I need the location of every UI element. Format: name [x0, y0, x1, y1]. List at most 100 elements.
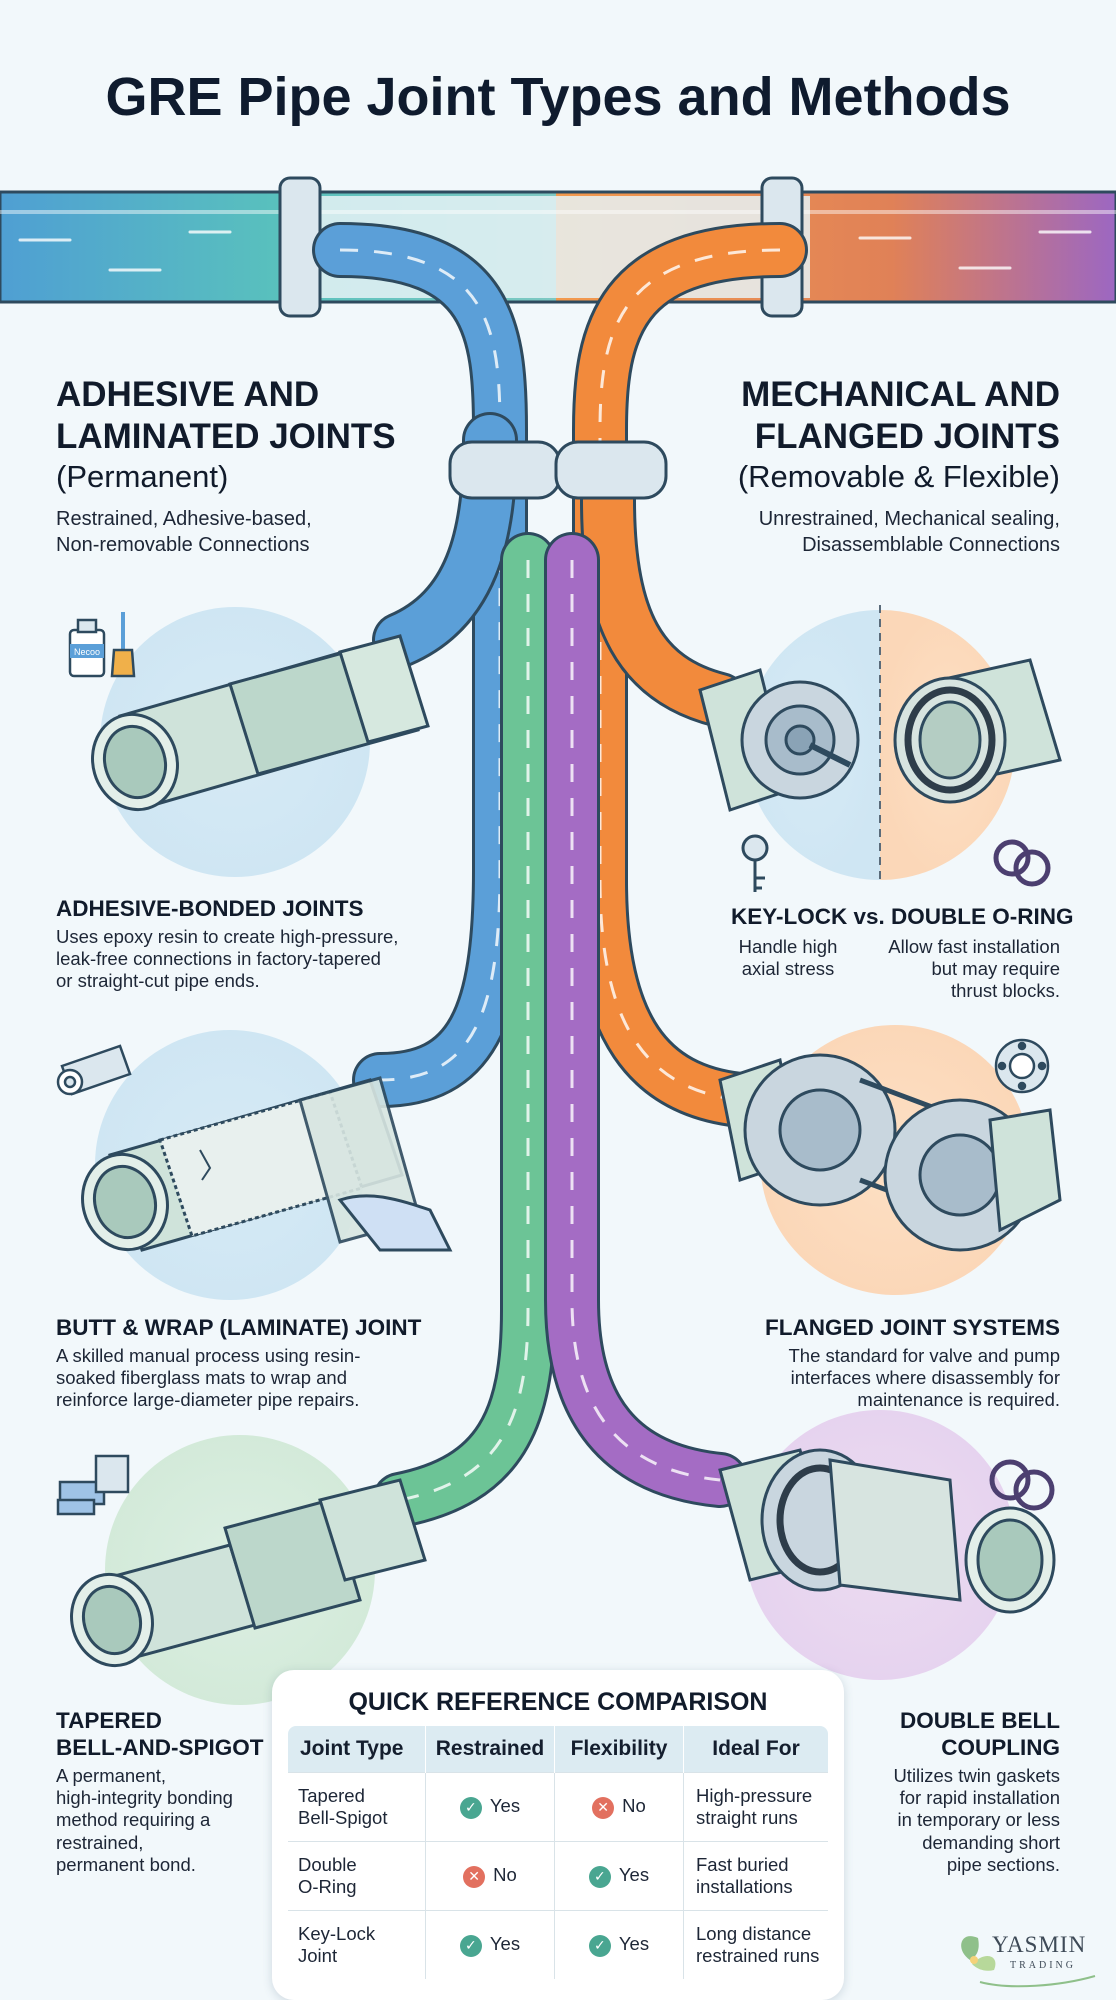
orings-icon: [993, 839, 1051, 887]
adhesive-joint-heading: ADHESIVE-BONDED JOINTS: [56, 896, 364, 921]
tapered-desc-line: permanent bond.: [56, 1853, 196, 1875]
right-section-desc: Unrestrained, Mechanical sealing, Disass…: [759, 506, 1060, 558]
check-icon: ✓: [459, 1934, 482, 1957]
cell-restrained: ✓Yes: [425, 1910, 555, 1979]
cross-icon: ✕: [463, 1865, 486, 1888]
check-icon: ✓: [588, 1865, 611, 1888]
cell-flexibility: ✕No: [554, 1772, 684, 1842]
double-bell-desc-line: demanding short: [922, 1831, 1060, 1853]
comparison-table: Joint Type Restrained Flexibility Ideal …: [288, 1726, 828, 1979]
right-title-line2: FLANGED JOINTS: [754, 417, 1060, 456]
tapered-heading-line1: TAPERED: [56, 1708, 162, 1733]
flanged-joint-block: FLANGED JOINT SYSTEMS The standard for v…: [765, 1314, 1060, 1412]
adhesive-joint-desc-line: leak-free connections in factory-tapered: [56, 948, 381, 970]
column-header-flexibility: Flexibility: [554, 1726, 684, 1773]
center-clamp: [448, 440, 668, 500]
gaskets-icon: [989, 1459, 1055, 1511]
cell-restrained: ✕No: [425, 1841, 555, 1911]
left-title-line1: ADHESIVE AND: [56, 375, 320, 414]
tapered-desc-line: A permanent,: [56, 1765, 167, 1786]
double-bell-desc-line: in temporary or less: [897, 1809, 1060, 1831]
butt-wrap-desc-line: soaked fiberglass mats to wrap and: [56, 1367, 348, 1389]
cell-flexibility: ✓Yes: [554, 1910, 684, 1979]
butt-wrap-joint-pipe: [81, 1076, 453, 1252]
double-bell-desc: Utilizes twin gaskets for rapid installa…: [893, 1765, 1060, 1876]
flanged-desc-line: The standard for valve and pump: [788, 1345, 1061, 1366]
tapered-joint-block: TAPERED BELL-AND-SPIGOT A permanent, hig…: [56, 1707, 264, 1876]
right-desc-line2: Disassemblable Connections: [802, 534, 1060, 556]
adhesive-joint-desc: Uses epoxy resin to create high-pressure…: [56, 926, 398, 993]
adhesive-joint-desc-line: Uses epoxy resin to create high-pressure…: [56, 926, 399, 947]
tapered-desc-line: method requiring a: [56, 1809, 211, 1831]
keylock-left-desc: Handle high axial stress: [726, 936, 850, 980]
tapered-joint-pipe: [70, 1478, 427, 1668]
adhesive-joint-pipe: [91, 634, 430, 812]
bell-spigot-icon: [56, 1454, 130, 1516]
adhesive-bottle-label: Necoo: [74, 647, 100, 657]
logo-tagline: TRADING: [1010, 1960, 1076, 1971]
table-header-row: Joint Type Restrained Flexibility Ideal …: [288, 1726, 828, 1773]
double-bell-heading-line1: DOUBLE BELL: [900, 1708, 1060, 1733]
adhesive-joint-block: ADHESIVE-BONDED JOINTS Uses epoxy resin …: [56, 895, 398, 993]
page-title: GRE Pipe Joint Types and Methods: [105, 67, 1011, 127]
oring-right-line: Allow fast installation: [888, 936, 1060, 957]
right-section-title: MECHANICAL AND FLANGED JOINTS (Removable…: [738, 374, 1060, 495]
adhesive-joint-desc-line: or straight-cut pipe ends.: [56, 970, 260, 992]
oring-right-desc: Allow fast installation but may require …: [888, 936, 1060, 1003]
butt-wrap-joint-block: BUTT & WRAP (LAMINATE) JOINT A skilled m…: [56, 1314, 421, 1412]
butt-wrap-desc-line: reinforce large-diameter pipe repairs.: [56, 1389, 360, 1411]
flanged-desc-line: interfaces where disassembly for: [790, 1367, 1060, 1389]
double-bell-desc-line: pipe sections.: [946, 1853, 1060, 1875]
left-section-desc: Restrained, Adhesive-based, Non-removabl…: [56, 506, 312, 558]
right-desc-line1: Unrestrained, Mechanical sealing,: [758, 508, 1060, 530]
right-subtitle: (Removable & Flexible): [737, 459, 1060, 494]
check-icon: ✓: [588, 1934, 611, 1957]
keylock-left-line: Handle high: [738, 936, 838, 957]
oring-right-line: thrust blocks.: [951, 980, 1060, 1002]
keylock-left-line: axial stress: [741, 958, 835, 980]
left-desc-line1: Restrained, Adhesive-based,: [56, 508, 312, 530]
double-bell-block: DOUBLE BELL COUPLING Utilizes twin gaske…: [893, 1707, 1060, 1876]
orange-pipe: [572, 222, 808, 1128]
check-icon: ✓: [459, 1796, 482, 1819]
oring-right-line: but may require: [931, 958, 1060, 980]
flange-ring-icon: [994, 1038, 1050, 1094]
left-title-line2: LAMINATED JOINTS: [56, 417, 396, 456]
flanged-desc: The standard for valve and pump interfac…: [765, 1345, 1061, 1412]
cell-restrained: ✓Yes: [425, 1772, 555, 1842]
column-header-joint-type: Joint Type: [288, 1726, 426, 1773]
cell-flexibility: ✓Yes: [554, 1841, 684, 1911]
cross-icon: ✕: [592, 1796, 615, 1819]
fiberglass-roll-icon: [56, 1044, 132, 1096]
quick-reference-card: QUICK REFERENCE COMPARISON Joint Type Re…: [272, 1670, 844, 2000]
left-subtitle: (Permanent): [56, 459, 229, 494]
tapered-desc-line: high-integrity bonding: [56, 1787, 233, 1809]
green-pipe: [372, 532, 556, 1528]
logo-wordmark: YASMIN: [992, 1932, 1087, 1957]
double-bell-desc-line: Utilizes twin gaskets: [893, 1765, 1060, 1786]
double-bell-desc-line: for rapid installation: [899, 1787, 1060, 1809]
quick-reference-title: QUICK REFERENCE COMPARISON: [348, 1688, 768, 1716]
tapered-desc-line: restrained,: [56, 1831, 144, 1853]
purple-pipe: [544, 532, 748, 1508]
tapered-desc: A permanent, high-integrity bonding meth…: [56, 1765, 264, 1876]
butt-wrap-desc-line: A skilled manual process using resin-: [56, 1345, 361, 1366]
right-title-line1: MECHANICAL AND: [741, 375, 1060, 414]
flanged-desc-line: maintenance is required.: [857, 1389, 1060, 1411]
brush-icon: [110, 612, 136, 678]
left-desc-line2: Non-removable Connections: [56, 534, 310, 556]
column-header-ideal-for: Ideal For: [683, 1726, 828, 1773]
adhesive-bottle-icon: [68, 618, 106, 678]
double-oring-part: [893, 658, 1062, 804]
double-bell-heading-line2: COUPLING: [941, 1735, 1060, 1760]
